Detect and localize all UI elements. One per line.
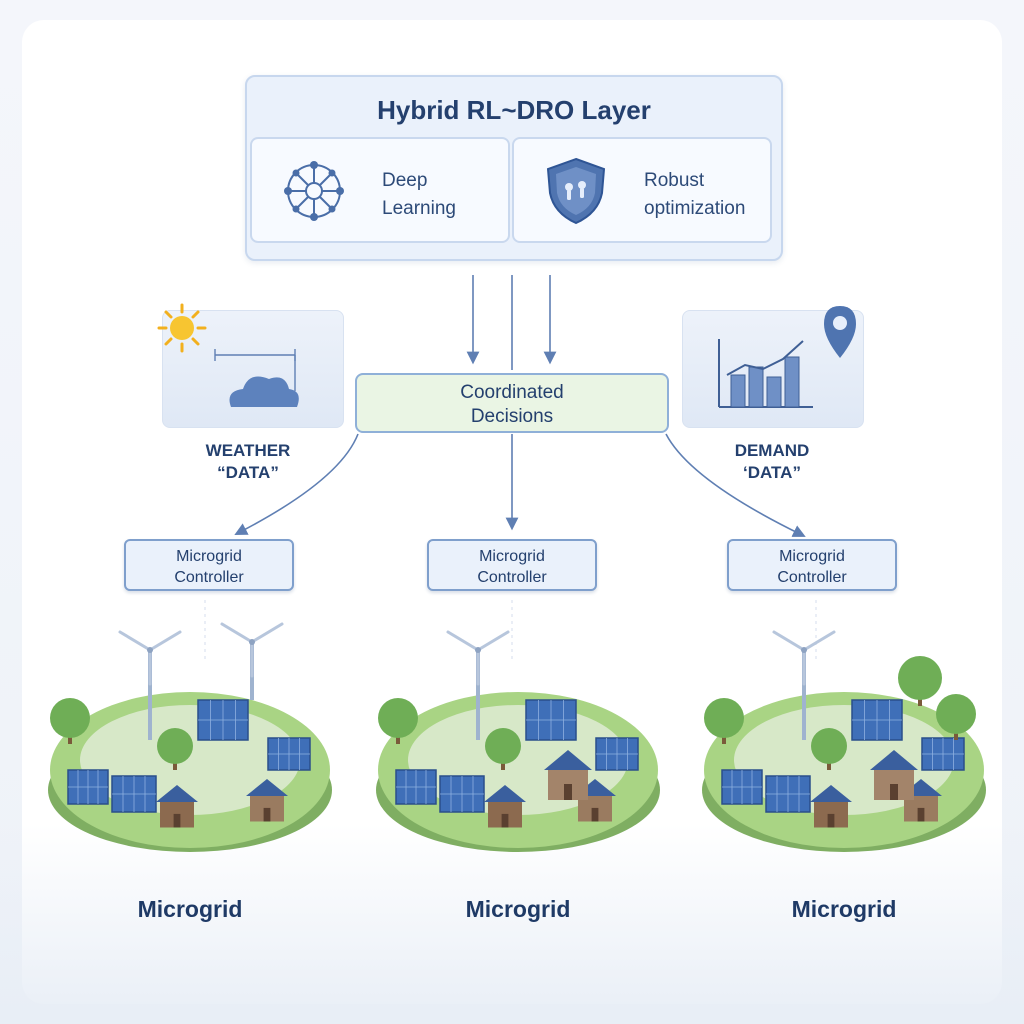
demand-data-label: DEMAND ‘DATA”	[734, 441, 810, 482]
solar-panel	[721, 769, 763, 805]
tree	[157, 728, 193, 770]
solar-panel	[595, 737, 639, 771]
solar-panel	[525, 699, 577, 741]
layer-title: Hybrid RL~DRO Layer	[377, 95, 651, 125]
solar-panel	[395, 769, 437, 805]
house	[484, 785, 526, 828]
house	[870, 750, 918, 800]
microgrid-illustration-1	[48, 622, 332, 852]
solar-panel	[439, 775, 485, 813]
microgrid-controller-3: Microgrid Controller	[727, 539, 897, 591]
tree	[936, 694, 976, 740]
bar-chart-icon	[718, 339, 813, 408]
microgrid-controller-1: Microgrid Controller	[124, 539, 294, 591]
tree	[378, 698, 418, 744]
microgrid-label-1: Microgrid	[137, 896, 243, 922]
house	[574, 779, 616, 822]
microgrid-controller-2: Microgrid Controller	[427, 539, 597, 591]
line-coord-to-ctrl-1	[234, 433, 359, 535]
solar-panel	[851, 699, 903, 741]
solar-panel	[267, 737, 311, 771]
robust-optimization-module: Robust optimization	[512, 137, 772, 243]
tree	[485, 728, 521, 770]
solar-panel	[921, 737, 965, 771]
demand-data-panel	[682, 310, 864, 428]
microgrid-illustration-2	[376, 630, 660, 852]
solar-panel	[67, 769, 109, 805]
wind-turbine	[220, 622, 284, 700]
microgrid-illustration-3	[702, 630, 986, 852]
wind-turbine	[118, 630, 182, 740]
shield-icon	[546, 157, 606, 225]
house	[810, 785, 852, 828]
sun-icon	[157, 303, 207, 353]
house	[156, 785, 198, 828]
deep-learning-module: Deep Learning	[250, 137, 510, 243]
microgrid-label-3: Microgrid	[791, 896, 897, 922]
solar-panel	[111, 775, 157, 813]
neural-network-icon	[284, 161, 344, 221]
solar-panel	[765, 775, 811, 813]
tree	[704, 698, 744, 744]
microgrid-assets	[378, 630, 639, 828]
coordinated-decisions-box: Coordinated Decisions	[355, 373, 669, 433]
background-mist	[0, 824, 1024, 1024]
tree	[50, 698, 90, 744]
weather-data-label: WEATHER “DATA”	[205, 441, 291, 482]
microgrid-assets	[50, 622, 311, 828]
hybrid-rl-dro-layer: Hybrid RL~DRO Layer Deep Learning	[245, 75, 783, 261]
line-coord-to-ctrl-3	[665, 433, 806, 537]
house	[544, 750, 592, 800]
location-pin-icon	[824, 306, 856, 358]
tree	[898, 656, 942, 706]
wind-turbine	[772, 630, 836, 740]
wind-turbine	[446, 630, 510, 740]
house	[246, 779, 288, 822]
microgrid-assets	[704, 630, 976, 828]
solar-panel	[197, 699, 249, 741]
microgrid-label-2: Microgrid	[465, 896, 571, 922]
tree	[811, 728, 847, 770]
robust-optimization-label: Robust optimization	[644, 170, 746, 219]
cloud-icon	[214, 349, 299, 407]
deep-learning-label: Deep Learning	[382, 170, 456, 219]
